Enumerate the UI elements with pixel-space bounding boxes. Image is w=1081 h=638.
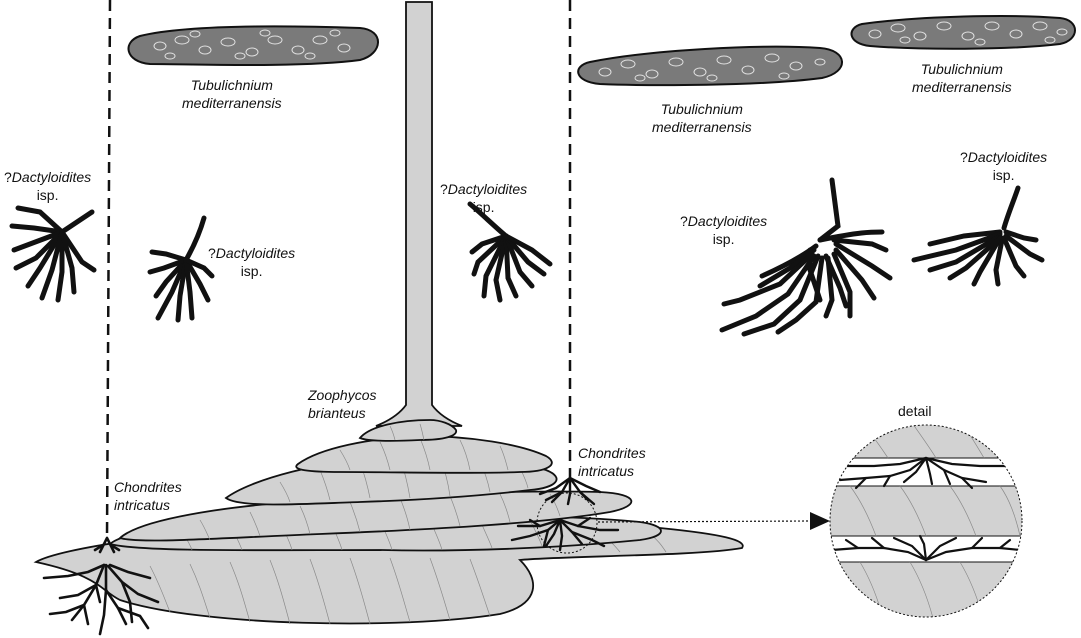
- label-dactyloidites-center: ?Dactyloidites isp.: [440, 181, 528, 215]
- tubulichnium-burrow-right: [850, 15, 1076, 50]
- zoophycos-spreite: [33, 419, 744, 625]
- zoophycos-lobe-top: [358, 419, 457, 442]
- dactyloidites-right: [911, 185, 1045, 287]
- chondrites-left: [42, 536, 160, 636]
- dactyloidites-left: [147, 215, 215, 323]
- label-dactyloidites-far-left: ?Dactyloidites isp.: [4, 169, 92, 203]
- dactyloidites-large: [719, 177, 893, 337]
- detail-arrow: [597, 512, 830, 530]
- zoophycos-lobe-1: [295, 435, 553, 474]
- label-dactyloidites-large: ?Dactyloidites isp.: [680, 213, 768, 247]
- chondrites-right-lower: [510, 516, 620, 552]
- label-dactyloidites-right: ?Dactyloidites isp.: [960, 149, 1048, 183]
- dactyloidites-far-left: [9, 205, 97, 303]
- zoophycos-shaft: [375, 1, 463, 427]
- detail-source-circle: [536, 492, 598, 554]
- label-dactyloidites-left: ?Dactyloidites isp.: [208, 245, 296, 279]
- chondrites-right-upper: [538, 476, 602, 506]
- dactyloidites-center: [467, 201, 553, 303]
- dashed-shaft-left: [105, 0, 112, 539]
- tubulichnium-burrow-left: [127, 25, 379, 66]
- tubulichnium-burrow-middle: [577, 45, 843, 87]
- label-detail: detail: [898, 403, 932, 419]
- detail-view: [830, 425, 1022, 617]
